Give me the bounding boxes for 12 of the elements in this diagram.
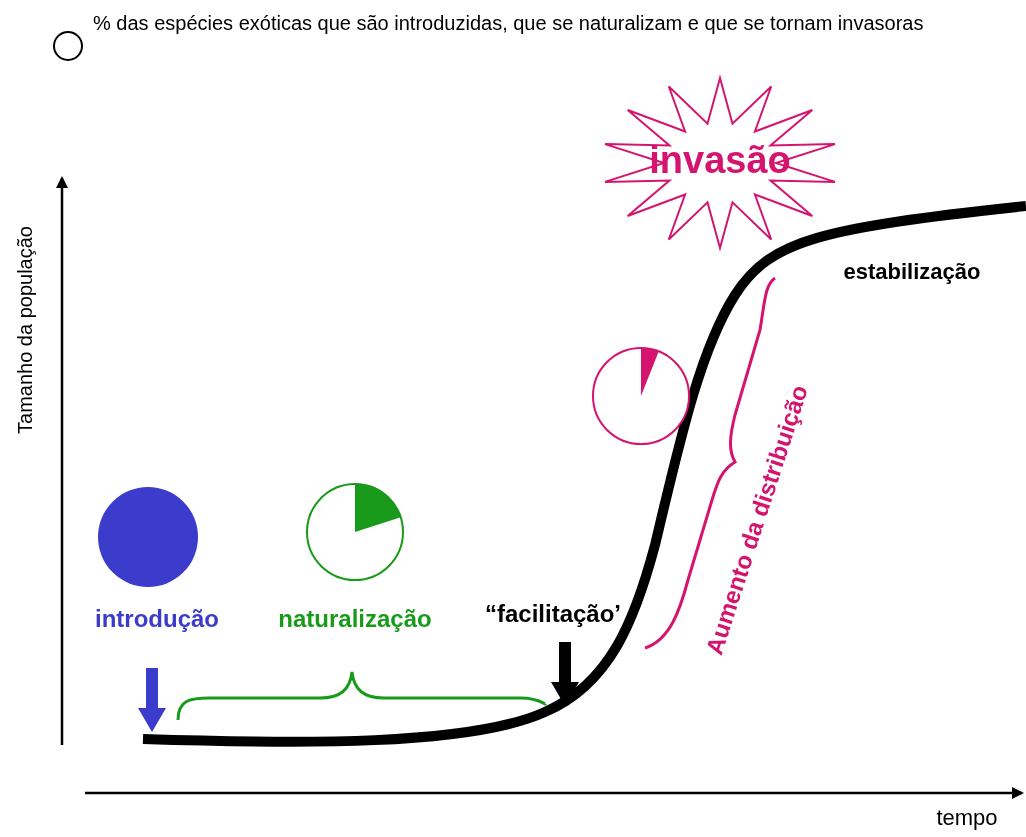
starburst-text: invasão	[648, 139, 792, 182]
pie-chart-icon	[306, 483, 404, 581]
starburst	[604, 74, 836, 252]
axis-label: tempo	[936, 805, 998, 831]
legend-text: % das espécies exóticas que são introduzidas, que se naturalizam e que se tornam invasoras	[93, 11, 925, 36]
stage-label: naturalização	[278, 605, 432, 633]
stage-label: “facilitação’	[484, 600, 622, 628]
stage-label: introdução	[95, 605, 219, 633]
pie-chart-icon	[592, 347, 690, 445]
pie-chart-icon	[98, 487, 198, 587]
stage-label: estabilização	[843, 259, 981, 285]
axis-label: Tamanho da população	[13, 226, 37, 434]
